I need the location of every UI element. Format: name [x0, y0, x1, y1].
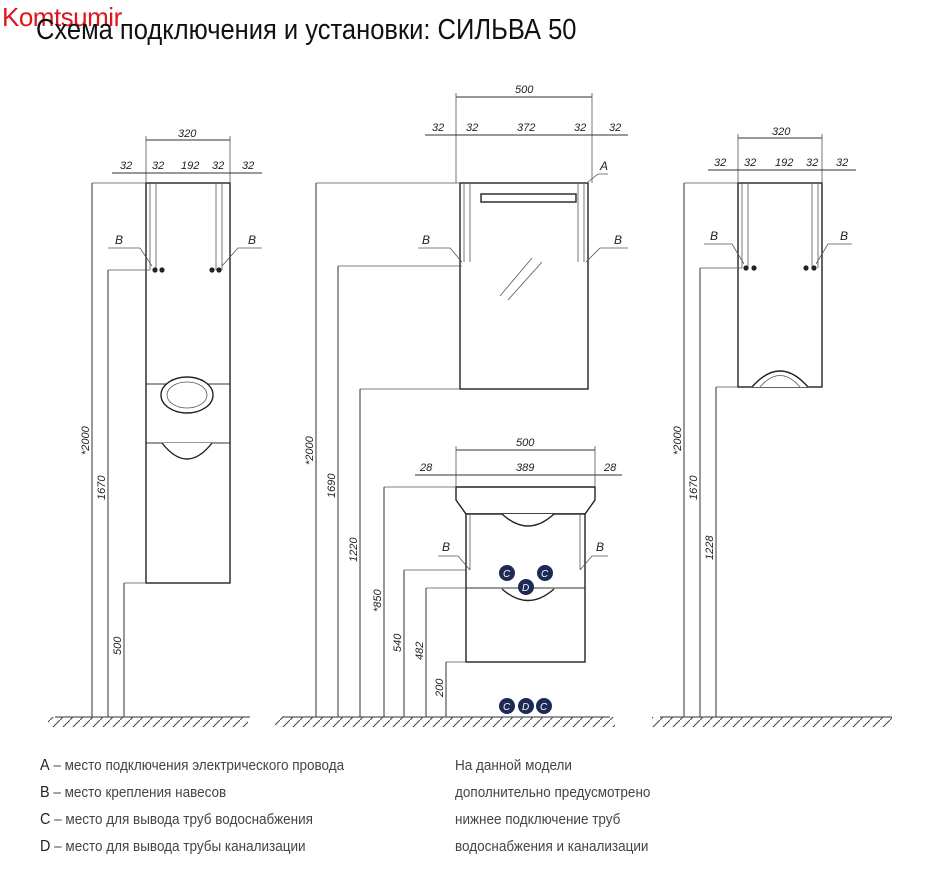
width-label: 32 — [609, 122, 621, 134]
height-label: *2000 — [304, 435, 316, 465]
width-label: 32 — [242, 160, 254, 172]
mount-point-icon — [152, 267, 158, 273]
width-label: 32 — [836, 157, 848, 169]
sink-top — [455, 486, 596, 515]
handle-icon — [160, 376, 214, 414]
height-label: 1670 — [688, 475, 700, 500]
mirror-glare — [499, 257, 533, 297]
left-cabinet-drawing: B B 320 32 32 192 32 32 *2000 1670 500 — [48, 128, 262, 727]
width-label: 389 — [516, 462, 534, 474]
height-label: 500 — [112, 636, 124, 655]
height-label: 1220 — [348, 537, 360, 562]
legend-item: A – место подключения электрического про… — [40, 757, 345, 774]
width-label: 32 — [432, 122, 444, 134]
width-label: 372 — [517, 122, 535, 134]
mount-point-icon — [743, 265, 749, 271]
legend-item: D – место для вывода трубы канализации — [40, 838, 306, 855]
watermark: Komtsumir — [2, 2, 122, 32]
pipe-badge-c: C — [537, 565, 553, 581]
mount-label-b: B — [614, 233, 622, 247]
mirror-body — [459, 182, 589, 390]
width-label: 32 — [744, 157, 756, 169]
handle-icon — [501, 588, 555, 602]
pipe-badge-c: C — [536, 698, 552, 714]
mount-label-b: B — [422, 233, 430, 247]
width-total-label: 320 — [772, 126, 791, 138]
floor-hatch — [652, 717, 892, 727]
svg-text:C: C — [503, 569, 511, 580]
legend-item: B – место крепления навесов — [40, 784, 227, 801]
note-line: дополнительно предусмотрено — [455, 784, 651, 801]
handle-icon — [501, 513, 555, 527]
width-label: 32 — [152, 160, 164, 172]
right-cabinet-drawing: B B 320 32 32 192 32 32 *2000 1670 1228 — [652, 126, 892, 727]
note-line: На данной модели — [455, 757, 572, 774]
height-label: 200 — [434, 678, 446, 698]
pipe-badge-d: D — [518, 579, 534, 595]
mount-label-b: B — [248, 233, 256, 247]
height-label: *850 — [372, 588, 384, 612]
mount-label-b: B — [710, 229, 718, 243]
width-label: 32 — [714, 157, 726, 169]
right-cabinet-body — [737, 182, 823, 388]
center-drawing: 500 32 32 372 32 32 A B B 500 28 389 28 — [275, 84, 628, 727]
height-label: 1670 — [96, 475, 108, 500]
mount-label-b: B — [840, 229, 848, 243]
power-label-a: A — [599, 159, 608, 173]
page-title: Схема подключения и установки: СИЛЬВА 50 — [36, 14, 577, 46]
height-label: 1228 — [704, 535, 716, 560]
mount-label-b: B — [442, 540, 450, 554]
mount-label-b: B — [115, 233, 123, 247]
width-total-label: 500 — [515, 84, 534, 96]
legend: A – место подключения электрического про… — [40, 752, 344, 860]
handle-icon — [751, 370, 809, 388]
height-label: 482 — [414, 642, 426, 660]
svg-text:C: C — [541, 569, 549, 580]
height-label: 1690 — [326, 473, 338, 498]
height-label: 540 — [392, 633, 404, 652]
width-label: 32 — [120, 160, 132, 172]
width-label: 192 — [775, 157, 793, 169]
width-label: 32 — [574, 122, 586, 134]
svg-text:D: D — [522, 702, 529, 713]
width-label: 28 — [603, 462, 617, 474]
width-label: 28 — [419, 462, 433, 474]
pipe-badge-c: C — [499, 698, 515, 714]
floor-hatch — [275, 717, 615, 727]
svg-text:C: C — [503, 702, 511, 713]
height-label: *2000 — [672, 425, 684, 455]
width-label: 32 — [466, 122, 478, 134]
note-line: нижнее подключение труб — [455, 811, 621, 828]
note-line: водоснабжения и канализации — [455, 838, 649, 855]
width-total-label: 500 — [516, 437, 535, 449]
mount-label-b: B — [596, 540, 604, 554]
width-label: 32 — [806, 157, 818, 169]
pipe-badge-d: D — [518, 698, 534, 714]
width-total-label: 320 — [178, 128, 197, 140]
pipe-badge-c: C — [499, 565, 515, 581]
floor-hatch — [48, 717, 248, 727]
legend-item: C – место для вывода труб водоснабжения — [40, 811, 313, 828]
svg-text:C: C — [540, 702, 548, 713]
note: На данной модели дополнительно предусмот… — [455, 752, 650, 860]
svg-text:D: D — [522, 583, 529, 594]
lamp-icon — [480, 193, 577, 203]
width-label: 32 — [212, 160, 224, 172]
handle-icon — [161, 442, 213, 460]
width-label: 192 — [181, 160, 199, 172]
height-label: *2000 — [80, 425, 92, 455]
